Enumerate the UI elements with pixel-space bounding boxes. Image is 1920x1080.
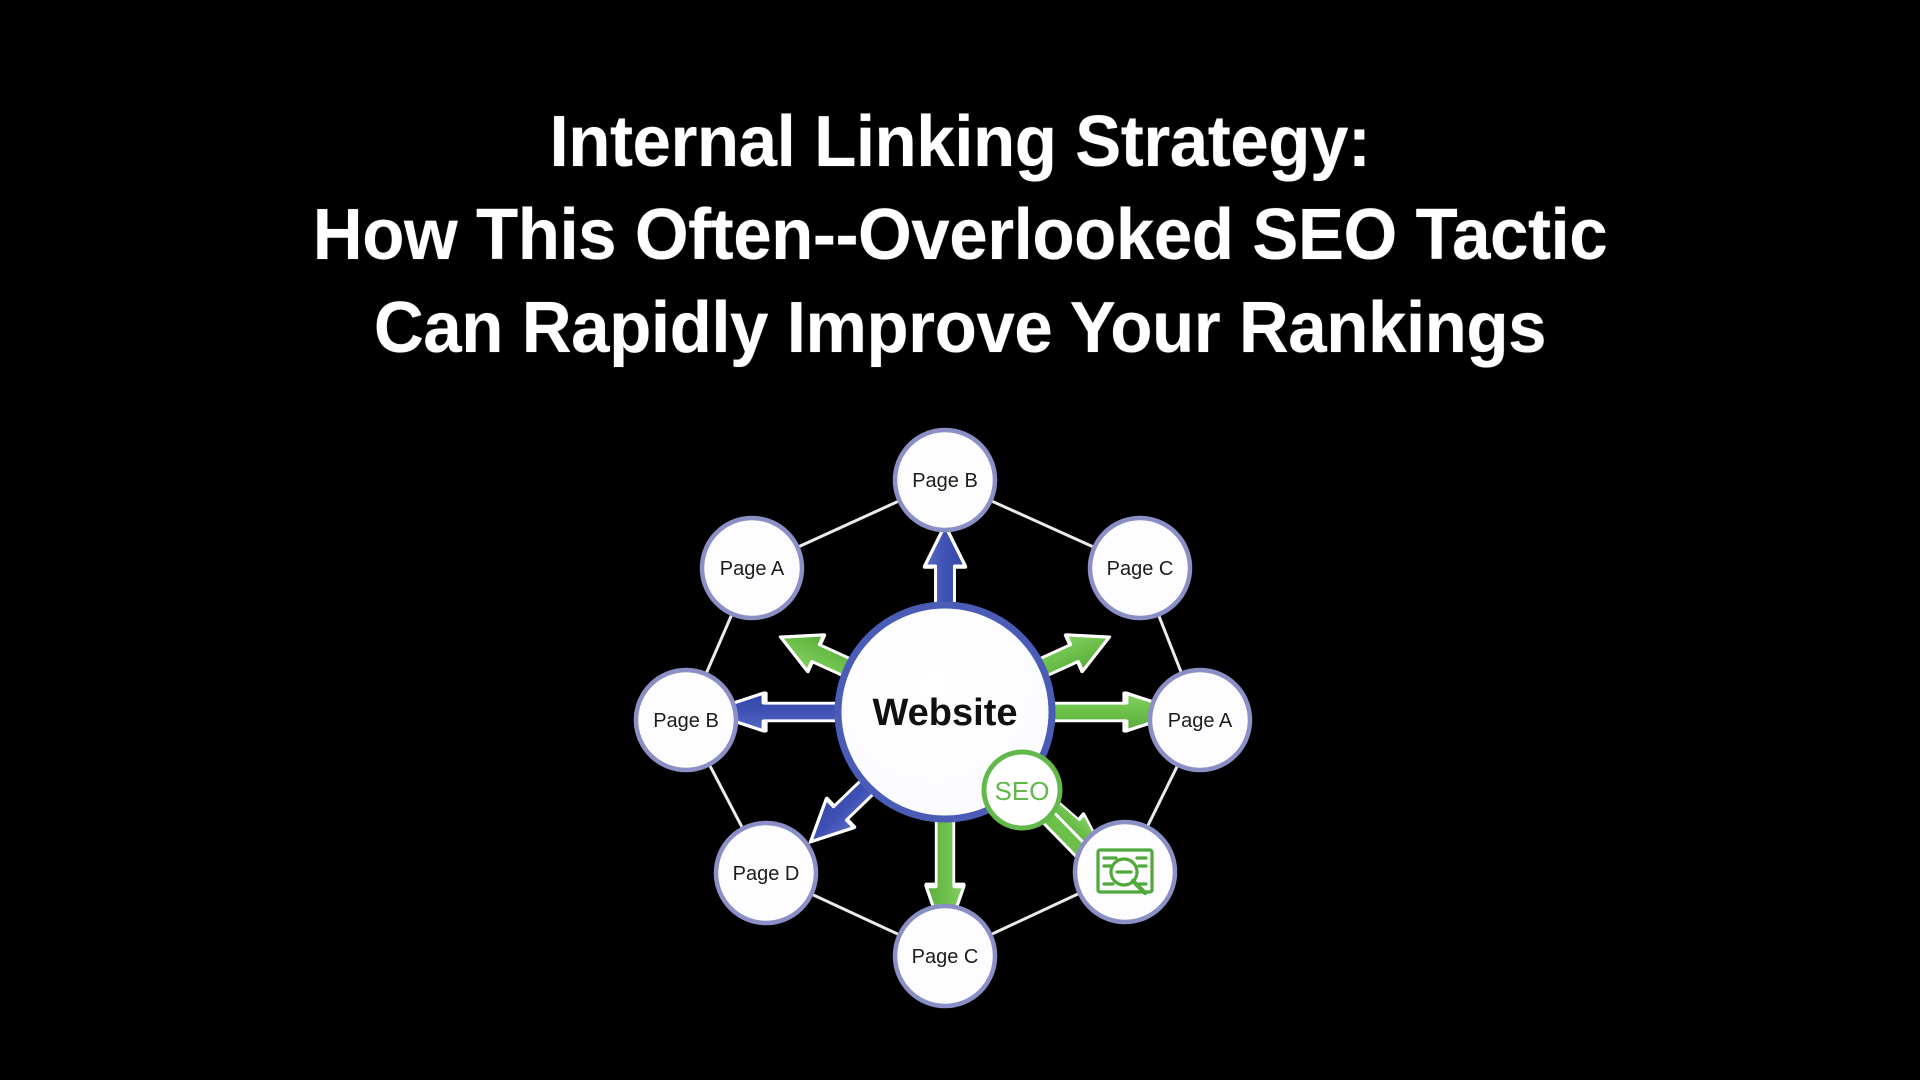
node-page-a-top-left[interactable]: Page A bbox=[699, 515, 805, 621]
node-circle bbox=[892, 427, 998, 533]
node-circle bbox=[699, 515, 805, 621]
title-line-2: How This Often--Overlooked SEO Tactic bbox=[312, 195, 1608, 275]
hub-label: Website bbox=[872, 692, 1017, 734]
node-circle bbox=[892, 903, 998, 1009]
node-circle bbox=[1087, 515, 1193, 621]
node-label: Page A bbox=[1168, 710, 1233, 732]
node-label: Page A bbox=[720, 558, 785, 580]
node-label: Page C bbox=[912, 946, 979, 968]
node-circle bbox=[1147, 667, 1253, 773]
magnifier-lens bbox=[981, 749, 1063, 831]
page-title: Internal Linking Strategy: How This Ofte… bbox=[38, 96, 1881, 375]
node-page-d-bottom-left[interactable]: Page D bbox=[713, 820, 819, 926]
document-search-icon bbox=[1096, 848, 1154, 896]
seo-badge-label: SEO bbox=[995, 776, 1050, 806]
node-page-b-left[interactable]: Page B bbox=[633, 667, 739, 773]
node-circle bbox=[633, 667, 739, 773]
node-page-c-bottom[interactable]: Page C bbox=[892, 903, 998, 1009]
seo-magnifier-badge[interactable]: SEO bbox=[981, 749, 1099, 869]
node-page-b-top[interactable]: Page B bbox=[892, 427, 998, 533]
node-document-search-bottom-right[interactable] bbox=[1072, 819, 1178, 925]
node-label: Page B bbox=[912, 470, 978, 492]
node-circle bbox=[713, 820, 819, 926]
title-line-3: Can Rapidly Improve Your Rankings bbox=[373, 288, 1547, 368]
node-label: Page C bbox=[1107, 558, 1174, 580]
node-page-a-right[interactable]: Page A bbox=[1147, 667, 1253, 773]
title-line-1: Internal Linking Strategy: bbox=[549, 102, 1371, 182]
node-page-c-top-right[interactable]: Page C bbox=[1087, 515, 1193, 621]
node-label: Page D bbox=[733, 863, 800, 885]
node-label: Page B bbox=[653, 710, 719, 732]
